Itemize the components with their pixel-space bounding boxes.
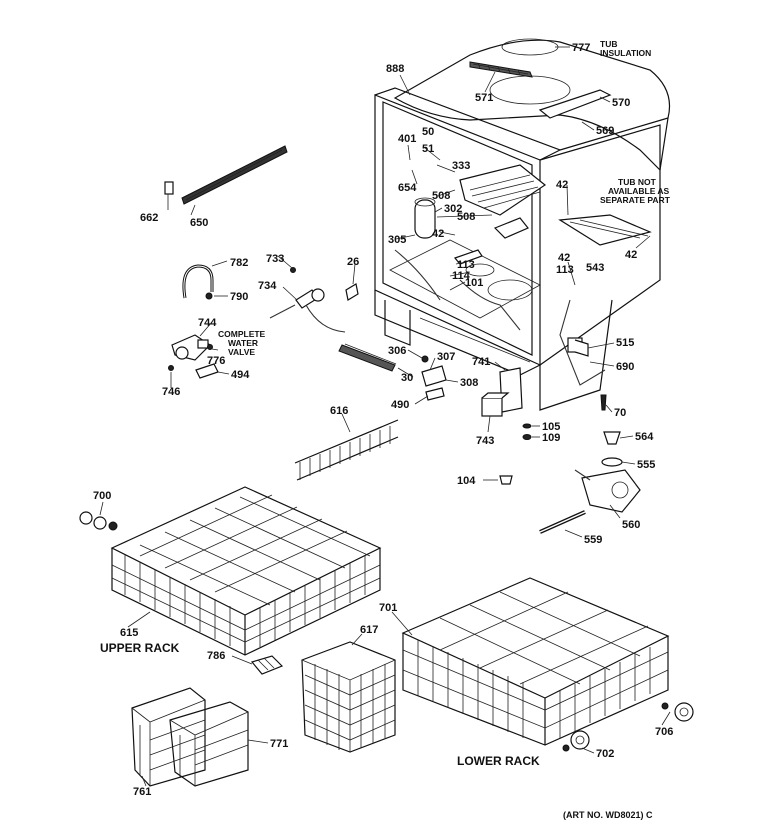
captions: UPPER RACK LOWER RACK (ART NO. WD8021) C	[100, 641, 653, 820]
callout-104: 104	[457, 475, 476, 487]
callout-650: 650	[190, 217, 208, 229]
note-tub-insulation-line2: INSULATION	[600, 48, 651, 58]
callout-42b: 42	[556, 179, 568, 191]
caption-art-number: (ART NO. WD8021) C	[563, 810, 653, 820]
callout-494: 494	[231, 369, 250, 381]
callout-308: 308	[460, 377, 478, 389]
callout-42a: 42	[432, 228, 444, 240]
left-parts	[164, 145, 607, 485]
callout-333: 333	[452, 160, 470, 172]
caption-lower-rack: LOWER RACK	[457, 754, 540, 768]
callout-706: 706	[655, 726, 673, 738]
callout-662: 662	[140, 212, 158, 224]
callout-50: 50	[422, 126, 434, 138]
callout-702: 702	[596, 748, 614, 760]
callout-761: 761	[133, 786, 151, 798]
callout-569: 569	[596, 125, 614, 137]
caption-upper-rack: UPPER RACK	[100, 641, 180, 655]
callout-570: 570	[612, 97, 630, 109]
pump-parts	[539, 431, 641, 534]
callout-490: 490	[391, 399, 409, 411]
callout-741: 741	[472, 356, 490, 368]
leader-lines	[99, 46, 671, 787]
callout-307: 307	[437, 351, 455, 363]
callout-734: 734	[258, 280, 277, 292]
callout-743: 743	[476, 435, 494, 447]
callout-790: 790	[230, 291, 248, 303]
callout-401: 401	[398, 133, 416, 145]
callout-690: 690	[616, 361, 634, 373]
callout-571: 571	[475, 92, 493, 104]
callout-776: 776	[207, 355, 225, 367]
callout-51: 51	[422, 143, 434, 155]
callout-746: 746	[162, 386, 180, 398]
callout-744: 744	[198, 317, 217, 329]
callout-515: 515	[616, 337, 634, 349]
callout-101: 101	[465, 277, 483, 289]
rack-parts	[79, 419, 694, 787]
callout-42c: 42	[558, 252, 570, 264]
callout-30: 30	[401, 372, 413, 384]
notes: TUB INSULATION TUB NOT AVAILABLE AS SEPA…	[218, 39, 671, 357]
callout-777: 777	[572, 42, 590, 54]
callout-114: 114	[452, 270, 471, 282]
callout-555: 555	[637, 459, 655, 471]
note-valve-line1: COMPLETE	[218, 329, 266, 339]
callout-617: 617	[360, 624, 378, 636]
callout-113b: 113	[556, 264, 574, 276]
callout-700: 700	[93, 490, 111, 502]
callout-543: 543	[586, 262, 604, 274]
callout-302: 302	[444, 203, 462, 215]
callout-782: 782	[230, 257, 248, 269]
callout-70: 70	[614, 407, 626, 419]
callout-560: 560	[622, 519, 640, 531]
callout-733: 733	[266, 253, 284, 265]
callout-654: 654	[398, 182, 417, 194]
callout-113a: 113	[457, 259, 475, 271]
note-tub-not-line3: SEPARATE PART	[600, 195, 671, 205]
note-valve-line3: VALVE	[228, 347, 255, 357]
callout-564: 564	[635, 431, 654, 443]
tub-assembly	[374, 38, 671, 411]
callout-615: 615	[120, 627, 138, 639]
callout-306: 306	[388, 345, 406, 357]
note-tub-not-line1: TUB NOT	[618, 177, 657, 187]
note-valve-line2: WATER	[228, 338, 258, 348]
callout-numbers: 777 888 571 570 569 401 50 51 333 654 50…	[93, 42, 673, 798]
callout-42d: 42	[625, 249, 637, 261]
callout-616: 616	[330, 405, 348, 417]
callout-559: 559	[584, 534, 602, 546]
callout-109: 109	[542, 432, 560, 444]
callout-701: 701	[379, 602, 397, 614]
callout-508b: 508	[457, 211, 475, 223]
callout-888: 888	[386, 63, 404, 75]
note-tub-not-line2: AVAILABLE AS	[608, 186, 670, 196]
note-tub-insulation-line1: TUB	[600, 39, 617, 49]
callout-26: 26	[347, 256, 359, 268]
callout-305: 305	[388, 234, 406, 246]
callout-786: 786	[207, 650, 225, 662]
callout-105: 105	[542, 421, 560, 433]
callout-508a: 508	[432, 190, 450, 202]
callout-771: 771	[270, 738, 288, 750]
